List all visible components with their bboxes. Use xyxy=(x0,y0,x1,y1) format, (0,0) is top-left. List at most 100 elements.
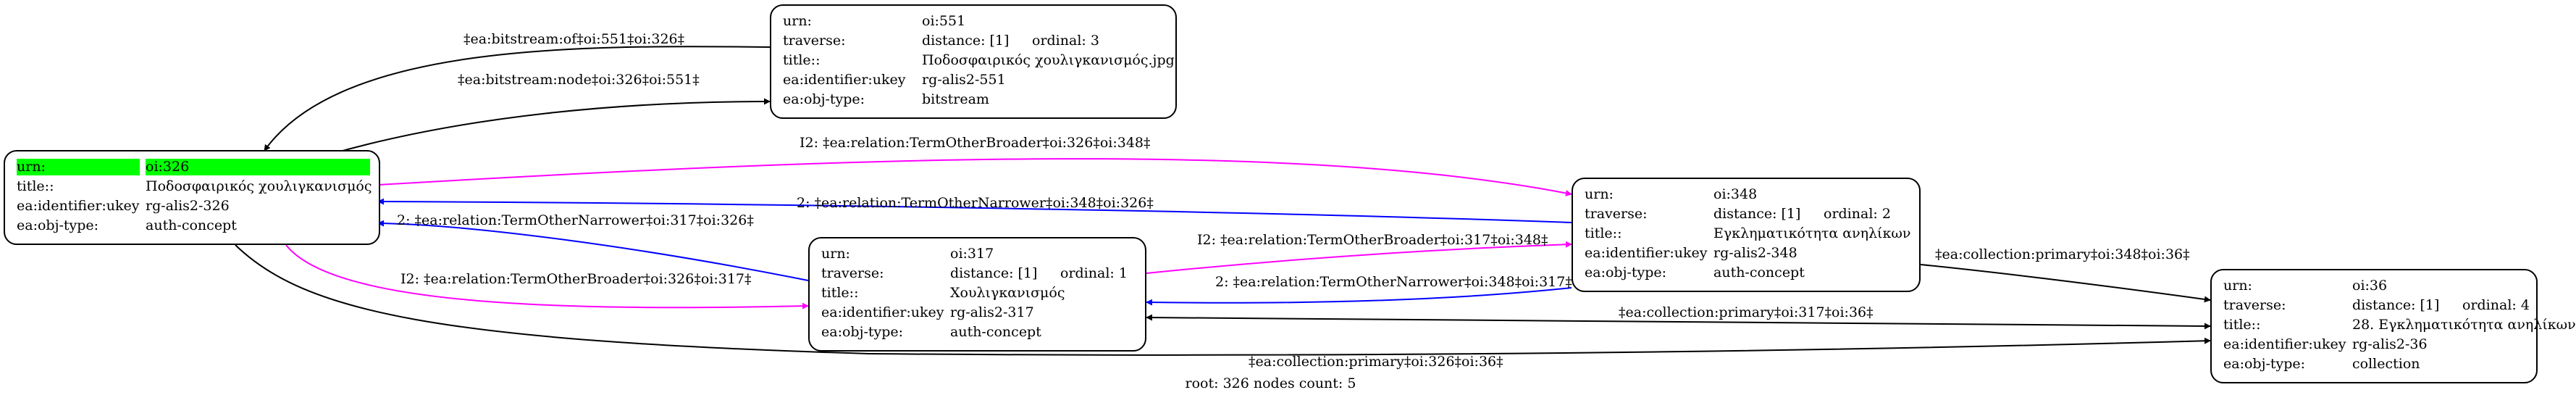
row-key: title:: xyxy=(17,178,54,194)
node-row-title: title:: Χουλιγκανισμός xyxy=(818,283,1136,303)
edge-bitstream-of xyxy=(264,46,771,151)
row-key: ea:identifier:ukey xyxy=(821,304,944,320)
row-key: urn: xyxy=(1585,186,1614,202)
row-key: title:: xyxy=(821,285,859,301)
row-value: oi:551 xyxy=(922,13,966,29)
row-key: traverse: xyxy=(821,265,884,281)
edge-collection-317-36 xyxy=(1146,314,2211,330)
row-value: Χουλιγκανισμός xyxy=(950,285,1065,301)
row-value: collection xyxy=(2352,356,2420,372)
row-value: oi:326 xyxy=(146,159,190,175)
row-key: title:: xyxy=(783,52,821,68)
node-row-title: title:: 28. Εγκληματικότητα ανηλίκων xyxy=(2220,315,2576,335)
edge-label-bitstream-of: ‡ea:bitstream:of‡oi:551‡oi:326‡ xyxy=(463,31,684,47)
node-oi-36[interactable]: urn: oi:36 traverse: distance: [1] ordin… xyxy=(2210,269,2576,383)
edge-label-collection-348-36: ‡ea:collection:primary‡oi:348‡oi:36‡ xyxy=(1935,246,2190,262)
row-value: distance: [1] xyxy=(950,265,1038,281)
edge-label-narrower-348-317: 2: ‡ea:relation:TermOtherNarrower‡oi:348… xyxy=(1215,274,1572,290)
row-value: 28. Εγκληματικότητα ανηλίκων xyxy=(2352,317,2576,333)
node-row-ukey: ea:identifier:ukey rg-alis2-326 xyxy=(14,196,370,216)
row-value-ordinal: ordinal: 3 xyxy=(1032,33,1099,49)
row-value: rg-alis2-348 xyxy=(1713,245,1797,261)
row-key: traverse: xyxy=(1585,206,1648,222)
row-value: rg-alis2-551 xyxy=(922,72,1006,88)
node-row-objtype: ea:obj-type: auth-concept xyxy=(818,323,1136,342)
row-key: ea:obj-type: xyxy=(1585,265,1667,281)
node-row-traverse: traverse: distance: [1] ordinal: 1 xyxy=(818,264,1136,283)
node-row-urn: urn: oi:326 xyxy=(14,157,370,177)
row-value: rg-alis2-326 xyxy=(146,198,230,214)
edge-label-bitstream-node: ‡ea:bitstream:node‡oi:326‡oi:551‡ xyxy=(458,72,700,88)
row-value: rg-alis2-36 xyxy=(2352,336,2428,352)
row-value: auth-concept xyxy=(1713,265,1805,281)
node-row-urn: urn: oi:551 xyxy=(780,12,1167,31)
edge-bitstream-node xyxy=(329,98,771,155)
row-key: urn: xyxy=(17,159,46,175)
row-value: Ποδοσφαιρικός χουλιγκανισμός xyxy=(146,178,372,194)
edge-narrower-317-326 xyxy=(377,220,809,281)
row-key: ea:identifier:ukey xyxy=(783,72,906,88)
row-key: ea:obj-type: xyxy=(2223,356,2306,372)
node-row-objtype: ea:obj-type: auth-concept xyxy=(1582,263,1910,283)
urn-highlight-bar-value xyxy=(146,159,370,175)
row-value: distance: [1] xyxy=(2352,297,2440,313)
row-key: ea:obj-type: xyxy=(17,217,99,233)
edge-label-narrower-348-326: 2: ‡ea:relation:TermOtherNarrower‡oi:348… xyxy=(797,195,1154,211)
node-row-traverse: traverse: distance: [1] ordinal: 4 xyxy=(2220,296,2530,315)
row-value: oi:317 xyxy=(950,246,994,262)
row-value: auth-concept xyxy=(146,217,237,233)
node-row-urn: urn: oi:36 xyxy=(2220,276,2527,296)
node-row-title: title:: Εγκληματικότητα ανηλίκων xyxy=(1582,224,1910,244)
node-oi-551[interactable]: urn: oi:551 traverse: distance: [1] ordi… xyxy=(770,4,1177,119)
row-value: oi:348 xyxy=(1713,186,1758,202)
row-value: distance: [1] xyxy=(922,33,1010,49)
row-key: traverse: xyxy=(2223,297,2286,313)
edge-label-broader-326-348: I2: ‡ea:relation:TermOtherBroader‡oi:326… xyxy=(800,135,1151,151)
row-key: urn: xyxy=(2223,278,2252,294)
edge-broader-326-317 xyxy=(285,244,809,309)
row-value: distance: [1] xyxy=(1713,206,1801,222)
edge-broader-326-348 xyxy=(377,158,1572,196)
edge-label-collection-317-36: ‡ea:collection:primary‡oi:317‡oi:36‡ xyxy=(1619,304,1874,320)
row-key: title:: xyxy=(1585,225,1622,241)
row-value-ordinal: ordinal: 1 xyxy=(1060,265,1128,281)
node-row-urn: urn: oi:348 xyxy=(1582,185,1910,204)
edge-label-broader-326-317: I2: ‡ea:relation:TermOtherBroader‡oi:326… xyxy=(400,271,752,287)
row-key: ea:identifier:ukey xyxy=(17,198,140,214)
urn-highlight-bar xyxy=(17,159,140,175)
edge-label-collection-326-36: ‡ea:collection:primary‡oi:326‡oi:36‡ xyxy=(1249,354,1503,370)
edge-narrower-348-326 xyxy=(377,198,1572,223)
node-oi-348[interactable]: urn: oi:348 traverse: distance: [1] ordi… xyxy=(1572,178,1921,292)
node-row-traverse: traverse: distance: [1] ordinal: 3 xyxy=(780,31,1167,51)
edge-broader-317-348 xyxy=(1146,241,1572,274)
row-key: urn: xyxy=(821,246,850,262)
node-oi-326[interactable]: urn: oi:326 title:: Ποδοσφαιρικός χουλιγ… xyxy=(4,150,380,245)
row-key: ea:identifier:ukey xyxy=(1585,245,1708,261)
row-value: Ποδοσφαιρικός χουλιγκανισμός.jpg xyxy=(922,52,1175,68)
node-row-ukey: ea:identifier:ukey rg-alis2-36 xyxy=(2220,335,2527,354)
row-value: Εγκληματικότητα ανηλίκων xyxy=(1713,225,1911,241)
row-value: oi:36 xyxy=(2352,278,2388,294)
node-oi-317[interactable]: urn: oi:317 traverse: distance: [1] ordi… xyxy=(808,237,1146,352)
row-key: urn: xyxy=(783,13,812,29)
node-row-title: title:: Ποδοσφαιρικός χουλιγκανισμός xyxy=(14,177,372,196)
node-row-ukey: ea:identifier:ukey rg-alis2-317 xyxy=(818,303,1136,323)
row-value-ordinal: ordinal: 2 xyxy=(1824,206,1891,222)
graph-footer: root: 326 nodes count: 5 xyxy=(1185,375,1356,391)
row-value-ordinal: ordinal: 4 xyxy=(2462,297,2530,313)
row-key: ea:identifier:ukey xyxy=(2223,336,2346,352)
node-row-traverse: traverse: distance: [1] ordinal: 2 xyxy=(1582,204,1910,224)
node-row-objtype: ea:obj-type: auth-concept xyxy=(14,216,370,236)
edge-label-broader-317-348: I2: ‡ea:relation:TermOtherBroader‡oi:317… xyxy=(1197,232,1548,248)
edge-collection-348-36 xyxy=(1920,264,2211,303)
node-row-title: title:: Ποδοσφαιρικός χουλιγκανισμός.jpg xyxy=(780,51,1175,70)
node-row-ukey: ea:identifier:ukey rg-alis2-348 xyxy=(1582,244,1910,263)
row-key: ea:obj-type: xyxy=(783,91,865,107)
row-key: title:: xyxy=(2223,317,2261,333)
row-key: ea:obj-type: xyxy=(821,324,904,340)
row-value: rg-alis2-317 xyxy=(950,304,1034,320)
row-value: bitstream xyxy=(922,91,989,107)
edge-collection-326-36 xyxy=(235,244,2211,356)
edge-label-narrower-317-326: 2: ‡ea:relation:TermOtherNarrower‡oi:317… xyxy=(397,212,754,228)
